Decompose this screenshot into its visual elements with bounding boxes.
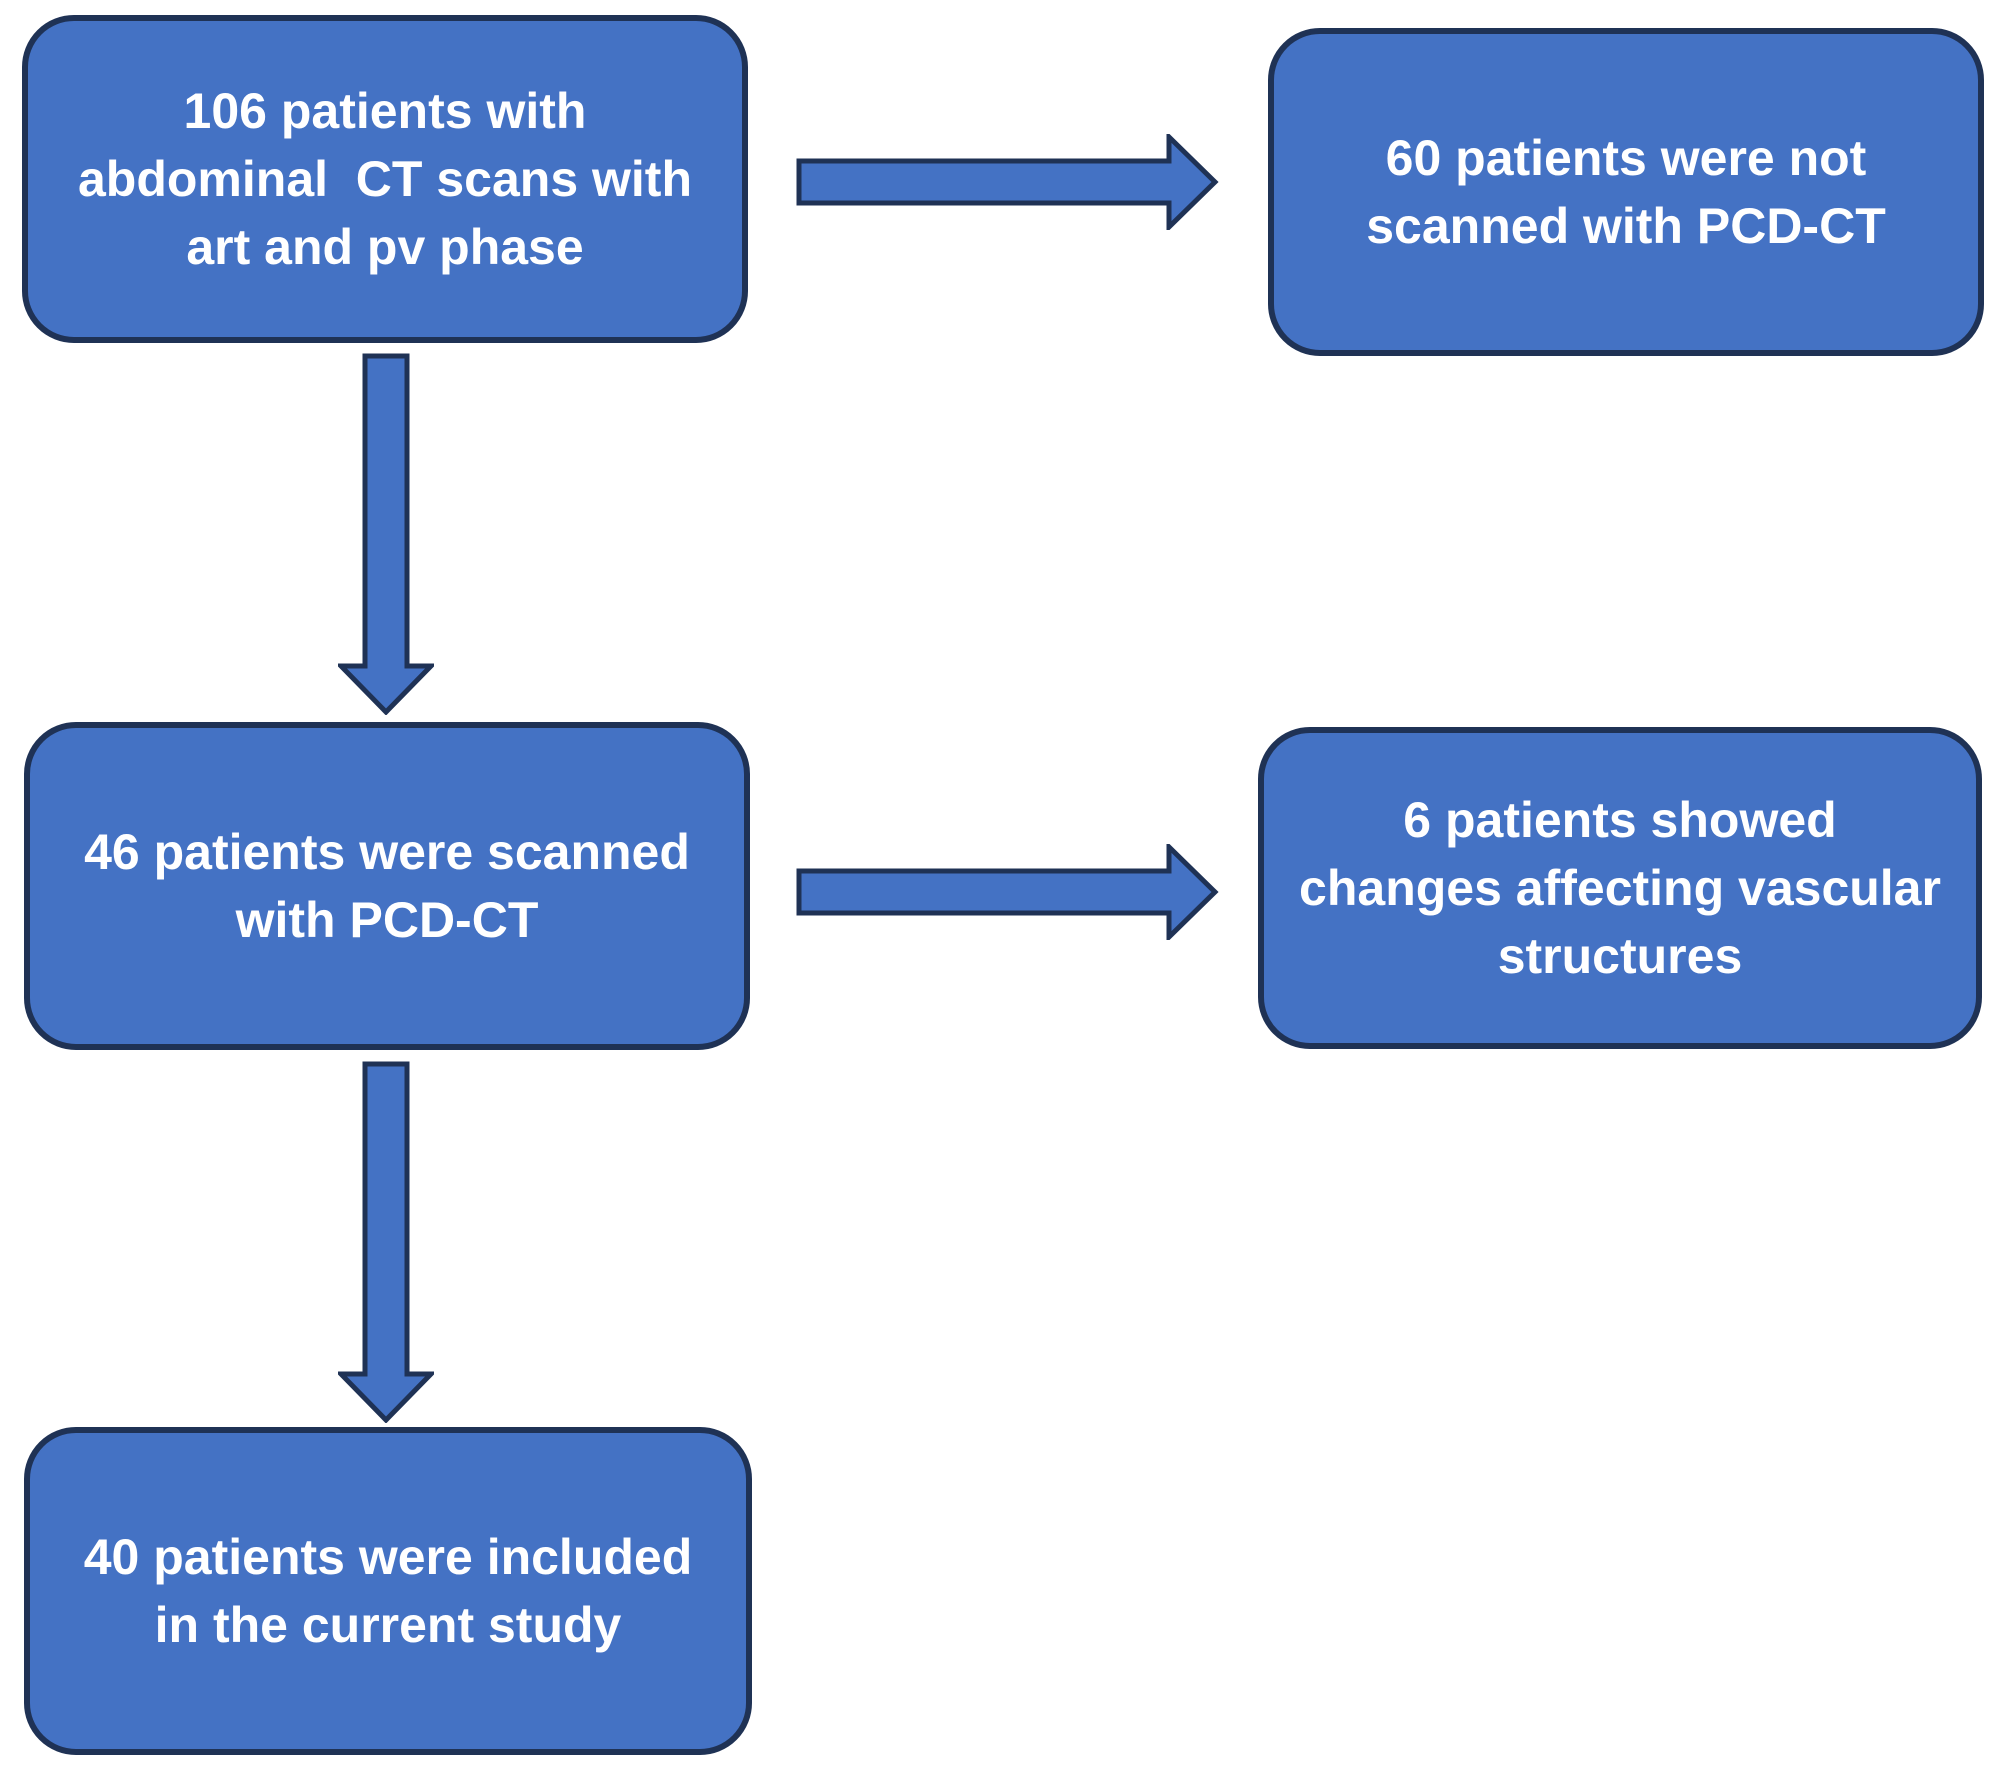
node-excluded-not-scanned-label: 60 patients were not scanned with PCD-CT <box>1366 130 1886 254</box>
node-scanned-with-pcdct: 46 patients were scanned with PCD-CT <box>24 722 750 1050</box>
right-arrow-scanned-to-excluded <box>796 844 1219 940</box>
node-scanned-with-pcdct-label: 46 patients were scanned with PCD-CT <box>84 824 690 948</box>
down-arrow-initial-to-scanned <box>338 353 434 715</box>
node-excluded-vascular-changes-label: 6 patients showed changes affecting vasc… <box>1299 792 1941 984</box>
node-initial-patients-label: 106 patients with abdominal CT scans wit… <box>78 83 692 275</box>
node-included-in-study: 40 patients were included in the current… <box>24 1427 752 1755</box>
node-excluded-not-scanned: 60 patients were not scanned with PCD-CT <box>1268 28 1984 356</box>
node-included-in-study-label: 40 patients were included in the current… <box>83 1529 693 1653</box>
right-arrow-initial-to-excluded <box>796 134 1219 230</box>
node-initial-patients: 106 patients with abdominal CT scans wit… <box>22 15 748 343</box>
node-excluded-vascular-changes: 6 patients showed changes affecting vasc… <box>1258 727 1982 1049</box>
down-arrow-scanned-to-included <box>338 1061 434 1423</box>
